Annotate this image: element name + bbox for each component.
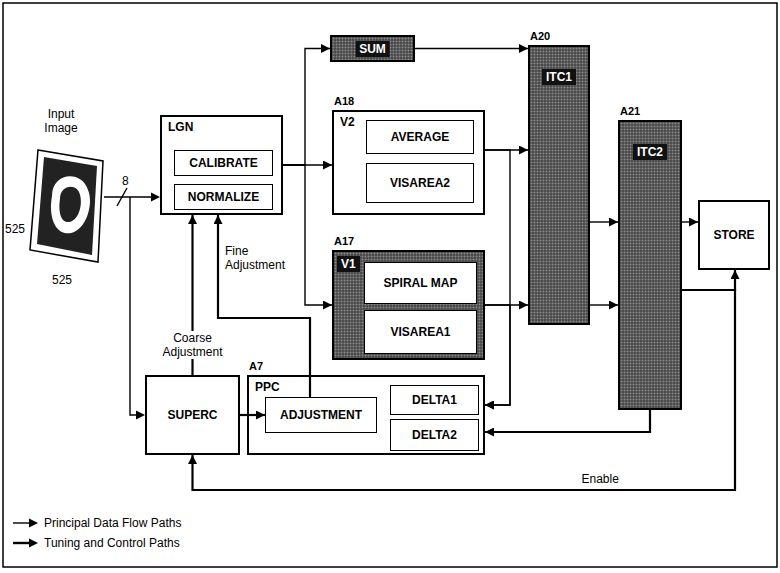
- area-number: A21: [620, 104, 640, 118]
- process-box: SPIRAL MAP: [364, 262, 477, 304]
- box-label: STORE: [713, 228, 754, 242]
- store-box: STORE: [698, 200, 770, 270]
- input-arrowhead: [136, 411, 145, 420]
- path-label: Coarse Adjustment: [152, 331, 234, 359]
- path-label: Fine Adjustment: [223, 244, 307, 272]
- control-box: SUPERC: [145, 375, 240, 455]
- process-box: NORMALIZE: [174, 184, 273, 210]
- box-label: CALIBRATE: [189, 156, 257, 170]
- box-label: V2: [340, 115, 355, 129]
- dimension-label: 525: [52, 273, 72, 287]
- box-label: SUPERC: [167, 408, 217, 422]
- process-box: DELTA1: [390, 385, 479, 415]
- data-path: [283, 165, 332, 305]
- data-path: [415, 48, 528, 49]
- area-box: A21ITC2: [618, 120, 682, 410]
- box-label: ITC2: [633, 144, 667, 160]
- legend-text: Tuning and Control Paths: [44, 536, 180, 550]
- data-path: [590, 304, 618, 305]
- box-label: SPIRAL MAP: [384, 276, 458, 290]
- process-box: CALIBRATE: [174, 150, 273, 176]
- dimension-label: 8: [122, 174, 129, 188]
- box-label: LGN: [168, 120, 193, 134]
- area-box: A7PPCADJUSTMENTDELTA1DELTA2: [247, 375, 485, 455]
- figure-label: Input Image: [30, 107, 92, 135]
- data-path: [590, 221, 618, 222]
- area-box: A18V2AVERAGEVISAREA2: [332, 110, 485, 215]
- data-path: [682, 221, 698, 222]
- control-path: [485, 410, 650, 432]
- control-path: [682, 270, 735, 290]
- process-box: ADJUSTMENT: [265, 397, 377, 433]
- process-box: AVERAGE: [366, 120, 474, 154]
- box-label: DELTA2: [412, 428, 457, 442]
- box-label: DELTA1: [412, 393, 457, 407]
- image-plane: [30, 150, 103, 262]
- data-path: [485, 305, 510, 405]
- process-box: VISAREA1: [364, 310, 477, 354]
- area-number: A7: [249, 359, 263, 373]
- area-box: A20ITC1: [528, 45, 590, 325]
- image-blob: [51, 176, 90, 233]
- image-content: [37, 157, 97, 255]
- image-blob-core: [59, 187, 80, 222]
- control-path: [240, 414, 265, 416]
- input-wire: [104, 196, 152, 197]
- box-label: NORMALIZE: [188, 190, 259, 204]
- module-box: SUM: [330, 35, 415, 62]
- input-arrowhead: [151, 193, 160, 202]
- process-box: DELTA2: [390, 419, 479, 451]
- box-label: V1: [337, 256, 360, 272]
- area-number: A17: [334, 234, 354, 248]
- data-path: [485, 150, 510, 405]
- frame: [3, 3, 777, 567]
- area-box: A17V1SPIRAL MAPVISAREA1: [332, 250, 485, 360]
- box-label: PPC: [255, 380, 280, 394]
- legend-sample: [12, 517, 38, 529]
- legend-sample: [12, 537, 38, 549]
- input-wire: [130, 197, 137, 415]
- input-image: [30, 150, 103, 262]
- data-path: [283, 49, 330, 166]
- box-label: VISAREA1: [390, 325, 450, 339]
- area-number: A18: [334, 94, 354, 108]
- box-label: AVERAGE: [391, 130, 449, 144]
- box-label: VISAREA2: [390, 176, 450, 190]
- box-label: SUM: [355, 41, 390, 57]
- path-label: Enable: [580, 472, 621, 486]
- area-number: A20: [530, 29, 550, 43]
- process-box: VISAREA2: [366, 163, 474, 203]
- legend-text: Principal Data Flow Paths: [44, 516, 181, 530]
- box-label: ITC1: [542, 69, 576, 85]
- area-box: LGN CALIBRATE NORMALIZE: [160, 115, 283, 215]
- box-label: ADJUSTMENT: [280, 408, 362, 422]
- control-path: [218, 215, 310, 397]
- dimension-label: 525: [5, 222, 25, 236]
- bus-slash: [117, 188, 127, 206]
